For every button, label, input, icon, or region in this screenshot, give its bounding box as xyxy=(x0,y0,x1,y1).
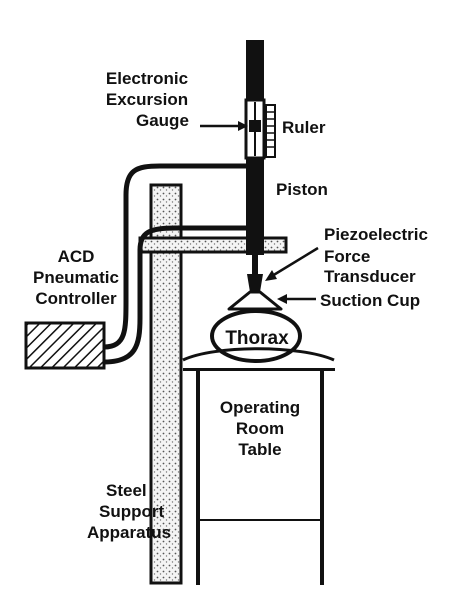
support-label-line3: Apparatus xyxy=(87,523,171,542)
support-label-line2: Support xyxy=(99,502,164,521)
piezoelectric-force-transducer xyxy=(247,274,263,292)
piston-label: Piston xyxy=(276,180,328,199)
pneumatic-tube-lower xyxy=(103,225,252,365)
piston xyxy=(246,157,264,255)
controller-label-line2: Pneumatic xyxy=(33,268,119,287)
table-label-line1: Operating xyxy=(220,398,300,417)
upper-rod xyxy=(246,40,264,102)
table-pad xyxy=(182,347,335,362)
thorax-label: Thorax xyxy=(225,328,289,349)
controller-label-line3: Controller xyxy=(35,289,117,308)
controller-label-line1: ACD xyxy=(58,247,95,266)
ruler-label: Ruler xyxy=(282,118,326,137)
support-label-line1: Steel xyxy=(106,481,147,500)
ruler xyxy=(265,104,276,158)
ruler-ticks xyxy=(266,111,275,148)
transducer-label-line2: Force xyxy=(324,247,370,266)
operating-room-table xyxy=(183,368,335,371)
piston-rod xyxy=(252,253,258,275)
pointer-arrows xyxy=(200,121,319,304)
transducer-label-line1: Piezoelectric xyxy=(324,225,428,244)
gauge-label-line2: Excursion xyxy=(106,90,188,109)
pneumatic-tube-upper xyxy=(103,163,252,350)
suction-cup-label: Suction Cup xyxy=(320,291,420,310)
suction-cup xyxy=(227,290,283,311)
transducer-label-line3: Transducer xyxy=(324,267,416,286)
support-arm xyxy=(138,236,288,254)
table-label-line2: Room xyxy=(236,419,284,438)
gauge-label-line1: Electronic xyxy=(106,69,188,88)
acd-pneumatic-controller-box xyxy=(24,321,106,370)
table-label-line3: Table xyxy=(238,440,281,459)
gauge-label-line3: Gauge xyxy=(136,111,189,130)
